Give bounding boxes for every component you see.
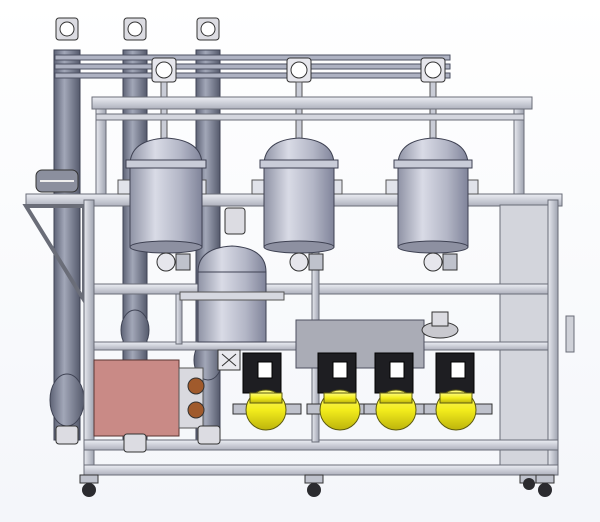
metering-pump-3 [363, 352, 433, 431]
wheel-icon [304, 474, 324, 497]
base-beam [83, 439, 559, 451]
valve-icon [423, 252, 458, 272]
valve-icon [289, 252, 324, 272]
metering-pump-2 [306, 352, 376, 431]
reactor-bottom-valves [156, 252, 458, 272]
valve-icon [197, 425, 221, 445]
column-separator [35, 169, 79, 193]
gantry-top-beam [91, 96, 533, 110]
column-top-valves [55, 17, 220, 41]
base-bottom [83, 464, 559, 476]
mid-shelf [93, 283, 549, 295]
caster-wheels [79, 474, 555, 497]
post-right [547, 199, 559, 476]
post-left [83, 199, 95, 476]
valve-icon [123, 433, 147, 453]
metering-pumps [232, 352, 493, 431]
side-panel [499, 204, 549, 468]
metering-pump-4 [423, 352, 493, 431]
top-manifold-pipes [54, 54, 451, 79]
right-flange-fitting [421, 311, 459, 339]
wheel-icon [79, 474, 99, 497]
gantry-post-left [95, 108, 107, 200]
valve-icon [420, 57, 446, 83]
reactor-vessel-3 [385, 137, 479, 254]
reactor-vessel-2 [251, 137, 343, 254]
valve-icon [196, 17, 220, 41]
valve-icon [123, 17, 147, 41]
wheel-icon [519, 474, 539, 490]
valve-icon [156, 252, 191, 272]
column-bottom-valves [55, 425, 221, 453]
wheel-icon [535, 474, 555, 497]
column-left-bottom-bulb [49, 373, 85, 427]
valve-icon [55, 425, 79, 445]
valve-icon [151, 57, 177, 83]
receiver-vessel [179, 207, 285, 371]
gantry-post-right [513, 108, 525, 200]
heater-box [93, 359, 205, 437]
valve-icon [286, 57, 312, 83]
reactor-vessel-1 [117, 137, 207, 254]
metering-pump-1 [232, 352, 302, 431]
valve-icon [55, 17, 79, 41]
